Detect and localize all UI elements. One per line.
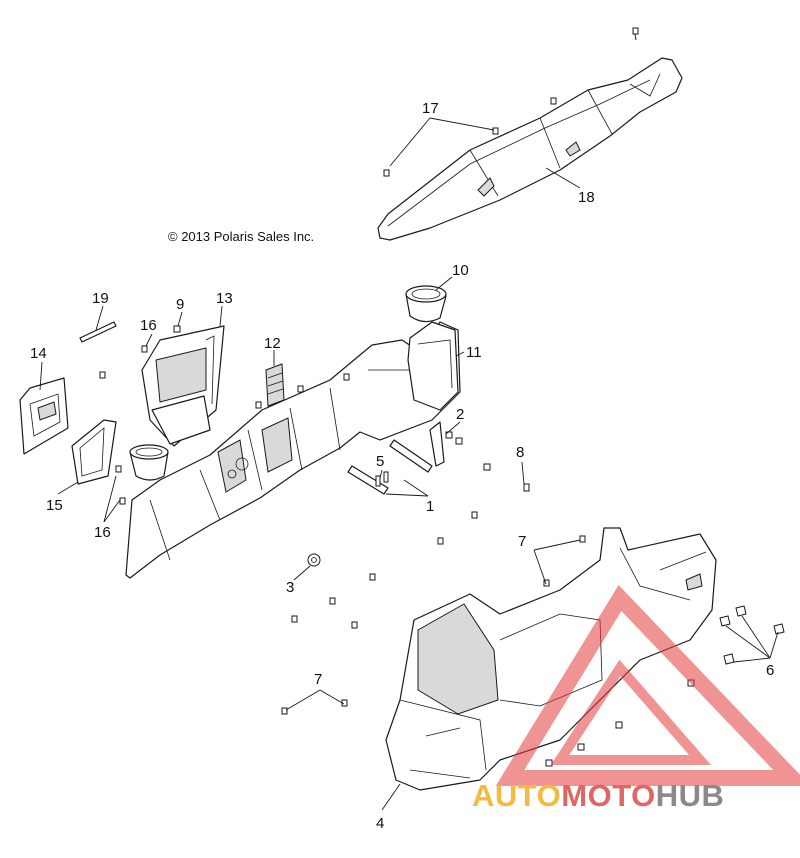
part-2-bracket xyxy=(429,421,445,467)
part-5-clips xyxy=(545,605,785,767)
watermark-logo xyxy=(495,584,800,786)
callout-19: 19 xyxy=(92,290,109,307)
watermark-word-hub: HUB xyxy=(656,778,725,813)
callout-labels: 17 18 10 11 13 9 19 16 12 14 15 16 2 5 1… xyxy=(30,100,774,832)
callout-7-lower: 7 xyxy=(314,671,322,688)
callout-12: 11 xyxy=(466,344,482,361)
part-4-lower-dash xyxy=(385,527,717,791)
part-11-cup-holder xyxy=(405,285,447,323)
part-3-nut xyxy=(307,553,321,567)
part-17-fasteners xyxy=(383,27,639,177)
callout-5: 6 xyxy=(766,662,774,679)
part-10-vent xyxy=(265,363,285,407)
callout-17: 17 xyxy=(422,100,439,117)
part-6-fasteners xyxy=(375,471,389,487)
callout-11: 10 xyxy=(452,262,469,279)
callout-9: 9 xyxy=(176,296,184,313)
part-14-glove-door xyxy=(19,377,69,455)
callout-4: 4 xyxy=(376,815,384,832)
main-dash-panel xyxy=(125,321,461,579)
callout-14: 14 xyxy=(30,345,47,362)
callout-18: 18 xyxy=(578,189,595,206)
copyright-text: © 2013 Polaris Sales Inc. xyxy=(168,229,314,244)
callout-8: 8 xyxy=(516,444,524,461)
lower-cup-holder xyxy=(129,444,169,481)
callout-3: 3 xyxy=(286,579,294,596)
part-18-upper-dash-cover xyxy=(377,57,683,241)
part-1-brackets xyxy=(347,439,433,495)
callout-16-upper: 16 xyxy=(140,317,157,334)
callout-1: 1 xyxy=(426,498,434,515)
part-12-dash-bezel xyxy=(407,321,459,411)
misc-fasteners xyxy=(99,325,586,715)
leader-lines xyxy=(39,117,779,811)
callout-13: 13 xyxy=(216,290,233,307)
callout-2: 2 xyxy=(456,406,464,423)
callout-15: 15 xyxy=(46,497,63,514)
callout-16-lower: 16 xyxy=(94,524,111,541)
part-13-storage-bin xyxy=(141,325,225,447)
watermark-word-auto: AUTO xyxy=(472,778,561,813)
watermark-text: AUTOMOTOHUB xyxy=(472,778,724,813)
watermark-word-moto: MOTO xyxy=(561,778,655,813)
callout-7-upper: 7 xyxy=(518,533,526,550)
callout-10: 12 xyxy=(264,335,281,352)
callout-6: 5 xyxy=(376,453,384,470)
part-19-trim-strip xyxy=(79,321,117,343)
part-15-seal xyxy=(71,419,117,485)
